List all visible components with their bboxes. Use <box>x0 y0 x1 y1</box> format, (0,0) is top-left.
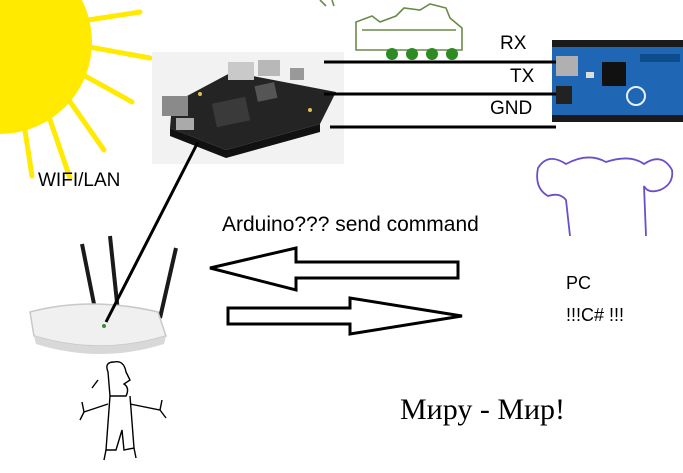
label-wifi-lan: WIFI/LAN <box>38 170 121 191</box>
link-router-board <box>104 141 200 323</box>
label-csharp: !!!C# !!! <box>566 305 625 325</box>
stick-figure <box>79 361 167 461</box>
arduino-board <box>552 40 683 122</box>
wifi-router <box>29 235 178 354</box>
arrow-to-router <box>209 246 460 292</box>
label-gnd: GND <box>490 98 533 119</box>
serial-wires <box>324 60 556 129</box>
sun-icon <box>0 0 153 181</box>
train-wheels <box>386 48 458 60</box>
label-peace: Миру - Мир! <box>400 393 566 426</box>
label-rx: RX <box>500 33 527 54</box>
label-tx: TX <box>510 66 535 87</box>
pc-sketch <box>536 156 674 237</box>
label-arduino-command: Arduino??? send command <box>222 213 479 236</box>
embedded-board <box>152 52 344 164</box>
arrow-to-pc <box>226 296 463 336</box>
train-sketch <box>319 0 463 51</box>
label-pc: PC <box>566 273 592 293</box>
